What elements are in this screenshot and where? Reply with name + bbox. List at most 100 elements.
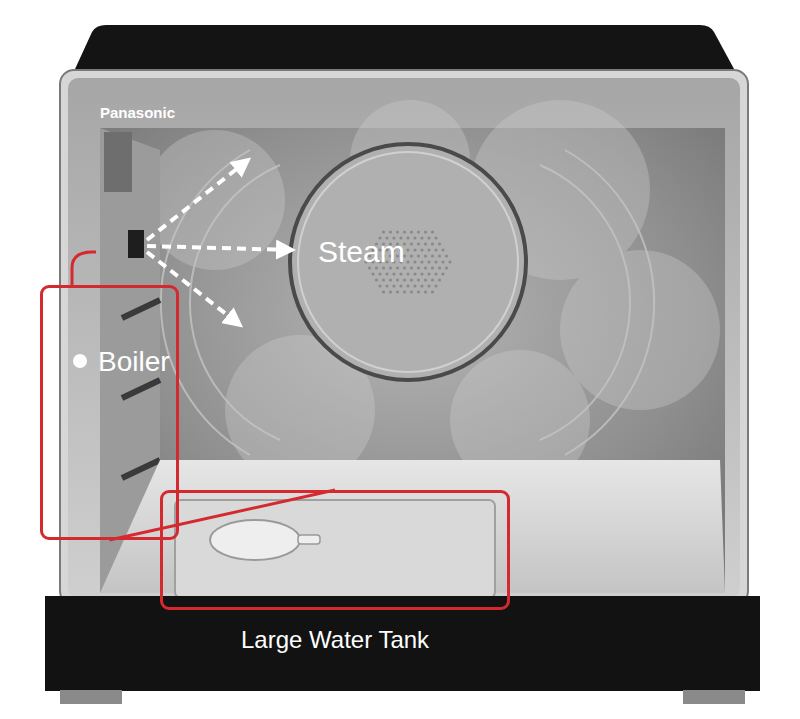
fan-hole (417, 278, 420, 281)
fan-hole (427, 284, 430, 287)
fan-hole (417, 290, 420, 293)
water-tank-box: Large Water Tank (160, 490, 510, 610)
drawing-part (147, 252, 240, 325)
fan-hole (424, 278, 427, 281)
fan-hole (424, 290, 427, 293)
boiler-dot (73, 354, 87, 368)
fan-hole (382, 230, 385, 233)
oven-foot (60, 690, 122, 704)
fan-hole (385, 272, 388, 275)
fan-hole (438, 242, 441, 245)
steam-arrows (147, 160, 292, 325)
fan-hole (399, 272, 402, 275)
brand-label: Panasonic (100, 104, 175, 121)
fan-hole (438, 266, 441, 269)
fan-hole (371, 272, 374, 275)
fan-hole (406, 248, 409, 251)
fan-hole (417, 254, 420, 257)
fan-hole (420, 236, 423, 239)
fan-hole (399, 284, 402, 287)
part-label: Boiler (98, 346, 170, 378)
fan-hole (438, 278, 441, 281)
fan-hole (431, 278, 434, 281)
fan-hole (424, 266, 427, 269)
fan-hole (385, 284, 388, 287)
fan-hole (389, 230, 392, 233)
fan-hole (413, 260, 416, 263)
fan-hole (389, 290, 392, 293)
fan-hole (431, 254, 434, 257)
oven-body (60, 70, 748, 605)
fan-hole (396, 278, 399, 281)
fan-hole (431, 266, 434, 269)
fan-hole (427, 236, 430, 239)
water-pipe (110, 490, 336, 540)
fan-hole (413, 236, 416, 239)
fan-hole (406, 236, 409, 239)
fan-hole (441, 260, 444, 263)
fan-hole (403, 230, 406, 233)
fan-hole (434, 236, 437, 239)
fan-hole (410, 242, 413, 245)
fan-hole (434, 284, 437, 287)
shelf-rails (122, 300, 160, 478)
drawing-part (190, 165, 280, 440)
fan-hole (396, 230, 399, 233)
fan-hole (410, 278, 413, 281)
fan-hole (410, 254, 413, 257)
fan-hole (420, 272, 423, 275)
fan-hole (434, 248, 437, 251)
fan-hole (424, 242, 427, 245)
fan-hole (420, 284, 423, 287)
door-frame (68, 78, 740, 598)
oven-base (45, 596, 760, 691)
drawing-part (540, 165, 630, 440)
fan-hole (375, 278, 378, 281)
drawing-part (147, 160, 248, 240)
fan-hole (420, 260, 423, 263)
fan-hole (431, 242, 434, 245)
steam-nozzle (128, 230, 144, 258)
fan-hole (378, 272, 381, 275)
fan-hole (445, 254, 448, 257)
wall-panel (104, 132, 132, 192)
fan-hole (396, 290, 399, 293)
fan-hole (413, 248, 416, 251)
fan-hole (434, 272, 437, 275)
fan-hole (427, 260, 430, 263)
fan-hole (413, 272, 416, 275)
fan-hole (410, 230, 413, 233)
fan-hole (427, 248, 430, 251)
fan-cover (290, 144, 526, 380)
fan-hole (382, 278, 385, 281)
drawing-part (565, 150, 654, 455)
fan-hole (448, 260, 451, 263)
fan-hole (403, 290, 406, 293)
steam-pipe (72, 252, 96, 287)
fan-hole (441, 248, 444, 251)
fan-hole (417, 230, 420, 233)
fan-hole (410, 290, 413, 293)
fan-hole (445, 266, 448, 269)
fan-hole (434, 260, 437, 263)
fan-hole (389, 278, 392, 281)
fan-hole (403, 278, 406, 281)
fan-hole (431, 230, 434, 233)
fan-hole (424, 254, 427, 257)
drawing-part (560, 250, 720, 410)
drawing-part (161, 150, 250, 455)
fan-hole (441, 272, 444, 275)
fan-hole (438, 254, 441, 257)
fan-hole (413, 284, 416, 287)
oven-foot (683, 690, 745, 704)
fan-hole (417, 266, 420, 269)
fan-hole (410, 266, 413, 269)
steam-cloud (145, 100, 720, 490)
fan-hole (378, 284, 381, 287)
fan-hole (406, 260, 409, 263)
fan-hole (420, 248, 423, 251)
fan-hole (382, 290, 385, 293)
drawing-part (122, 300, 160, 318)
fan-ring (298, 152, 518, 372)
fan-hole (431, 290, 434, 293)
